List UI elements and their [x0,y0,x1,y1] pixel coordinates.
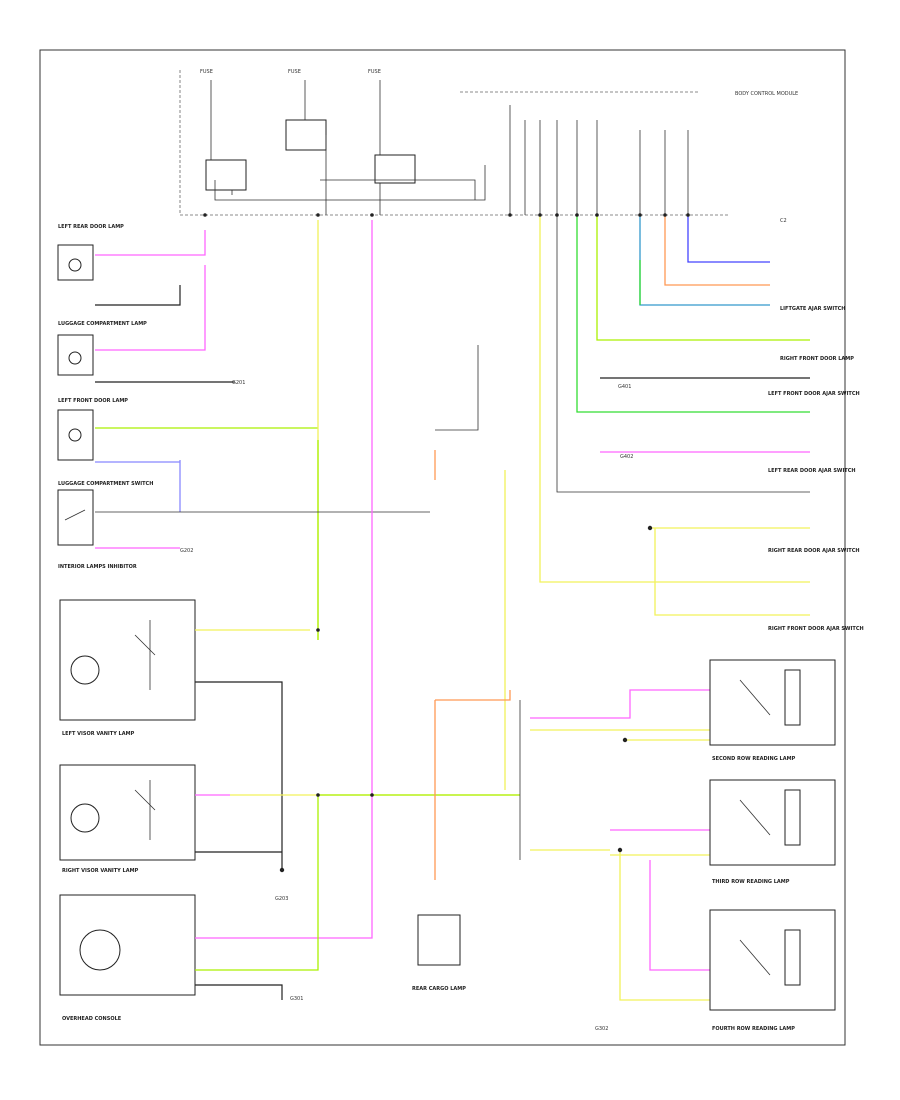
comp-lf-door-ajar: LEFT FRONT DOOR AJAR SWITCH [768,391,860,397]
interior-lamps-inhibitor: INTERIOR LAMPS INHIBITOR [58,564,137,570]
left-front-door-lamp: LEFT FRONT DOOR LAMP [57,398,128,461]
comp-overhead-console: OVERHEAD CONSOLE [62,1016,122,1022]
body-control-module: BODY CONTROL MODULE C2 [460,91,798,224]
overhead-console: OVERHEAD CONSOLE [59,894,196,1022]
second-row-reading-lamp: SECOND ROW READING LAMP [709,659,836,762]
comp-luggage-switch: LUGGAGE COMPARTMENT SWITCH [58,481,153,487]
comp-left-rear-door-lamp: LEFT REAR DOOR LAMP [58,224,124,230]
comp-left-front-door-lamp: LEFT FRONT DOOR LAMP [58,398,128,404]
fuse-1-label: FUSE [200,69,213,75]
comp-fourth-row: FOURTH ROW READING LAMP [712,1026,795,1032]
grounds: G201 G202 G203 G301 G302 G401 G402 [180,380,633,1032]
ground-4: G301 [290,996,303,1002]
ground-6: G401 [618,384,631,390]
ground-5: G302 [595,1026,608,1032]
left-visor-vanity-lamp: LEFT VISOR VANITY LAMP [59,599,196,737]
luggage-compartment-lamp: LUGGAGE COMPARTMENT LAMP [57,321,147,376]
comp-right-vanity: RIGHT VISOR VANITY LAMP [62,868,139,874]
comp-rear-cargo: REAR CARGO LAMP [412,986,466,992]
right-top-connector: C2 [780,218,787,224]
fuse-3-label: FUSE [368,69,381,75]
comp-lr-door-ajar: LEFT REAR DOOR AJAR SWITCH [768,468,856,474]
right-switches: LIFTGATE AJAR SWITCH RIGHT FRONT DOOR LA… [768,306,864,632]
comp-rr-door-ajar: RIGHT REAR DOOR AJAR SWITCH [768,548,860,554]
right-visor-vanity-lamp: RIGHT VISOR VANITY LAMP [59,764,196,874]
comp-rf-door-ajar: RIGHT FRONT DOOR AJAR SWITCH [768,626,864,632]
comp-liftgate-ajar: LIFTGATE AJAR SWITCH [780,306,845,312]
ground-2: G202 [180,548,193,554]
module-title: BODY CONTROL MODULE [735,91,798,97]
rear-cargo-lamp: REAR CARGO LAMP [412,914,466,992]
third-row-reading-lamp: THIRD ROW READING LAMP [709,779,836,885]
wires-right [434,215,810,1001]
fuse-2-label: FUSE [288,69,301,75]
diagram-border [39,49,846,1046]
ground-7: G402 [620,454,633,460]
comp-left-vanity: LEFT VISOR VANITY LAMP [62,731,135,737]
left-rear-door-lamp: LEFT REAR DOOR LAMP [57,224,124,281]
connector-pins [203,213,690,873]
luggage-compartment-switch: LUGGAGE COMPARTMENT SWITCH [57,481,153,546]
comp-third-row: THIRD ROW READING LAMP [712,879,790,885]
wires-left [95,220,520,1000]
fuse-block: FUSE FUSE FUSE [179,69,730,216]
comp-luggage-lamp: LUGGAGE COMPARTMENT LAMP [58,321,147,327]
comp-second-row: SECOND ROW READING LAMP [712,756,796,762]
fourth-row-reading-lamp: FOURTH ROW READING LAMP [709,909,836,1032]
comp-right-front-door-lamp: RIGHT FRONT DOOR LAMP [780,356,854,362]
ground-3: G203 [275,896,288,902]
comp-inhibitor: INTERIOR LAMPS INHIBITOR [58,564,137,570]
ground-1: G201 [232,380,245,386]
